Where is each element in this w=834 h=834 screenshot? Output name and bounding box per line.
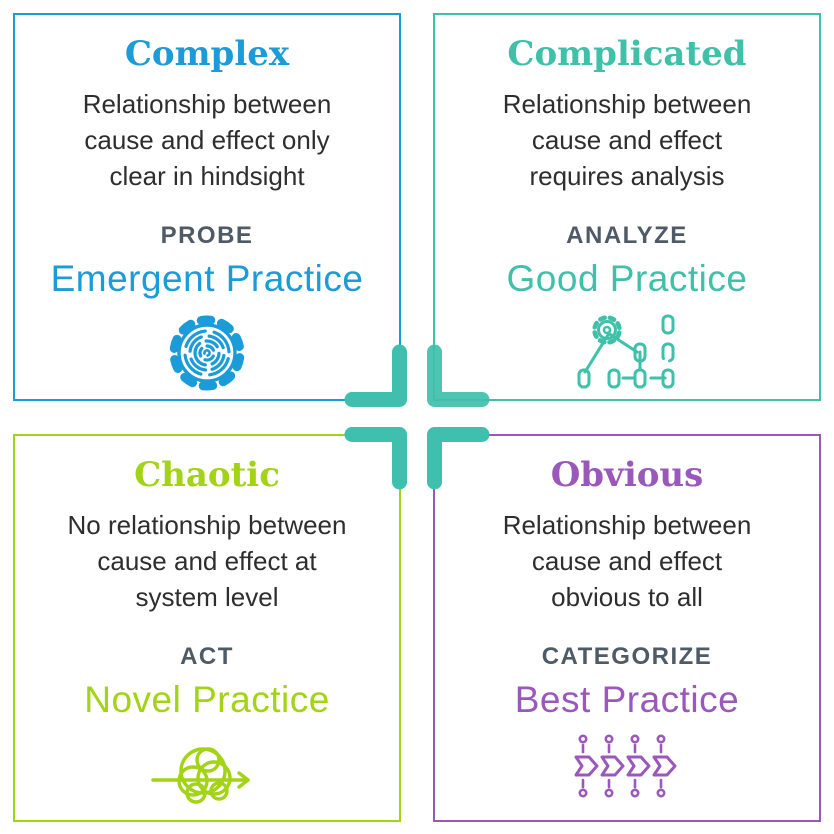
quadrant-complex: Complex Relationship between cause and e…: [13, 13, 401, 401]
quadrant-action-complex: PROBE: [160, 222, 254, 250]
quadrant-title-complex: Complex: [124, 34, 290, 74]
gear-flowchart-icon: [571, 312, 683, 394]
quadrant-description-complicated: Relationship between cause and effect re…: [502, 89, 752, 192]
quadrant-practice-chaotic: Novel Practice: [84, 679, 330, 721]
quadrant-title-chaotic: Chaotic: [134, 455, 280, 495]
quadrant-description-chaotic: No relationship between cause and effect…: [67, 510, 347, 613]
quadrant-action-complicated: ANALYZE: [566, 222, 688, 250]
quadrant-action-obvious: CATEGORIZE: [541, 643, 713, 671]
quadrant-action-chaotic: ACT: [180, 643, 234, 671]
quadrant-complicated: Complicated Relationship between cause a…: [433, 13, 821, 401]
chevron-flow-icon: [571, 733, 683, 799]
quadrant-title-complicated: Complicated: [507, 34, 747, 74]
tangle-arrow-icon: [151, 733, 263, 815]
quadrant-description-complex: Relationship between cause and effect on…: [82, 89, 332, 192]
quadrant-practice-complex: Emergent Practice: [50, 258, 364, 300]
quadrant-practice-obvious: Best Practice: [514, 679, 740, 721]
quadrant-description-obvious: Relationship between cause and effect ob…: [502, 510, 752, 613]
quadrant-title-obvious: Obvious: [550, 455, 704, 495]
quadrant-obvious: Obvious Relationship between cause and e…: [433, 434, 821, 822]
quadrant-practice-complicated: Good Practice: [506, 258, 748, 300]
maze-gear-icon: [166, 312, 248, 394]
quadrant-chaotic: Chaotic No relationship between cause an…: [13, 434, 401, 822]
